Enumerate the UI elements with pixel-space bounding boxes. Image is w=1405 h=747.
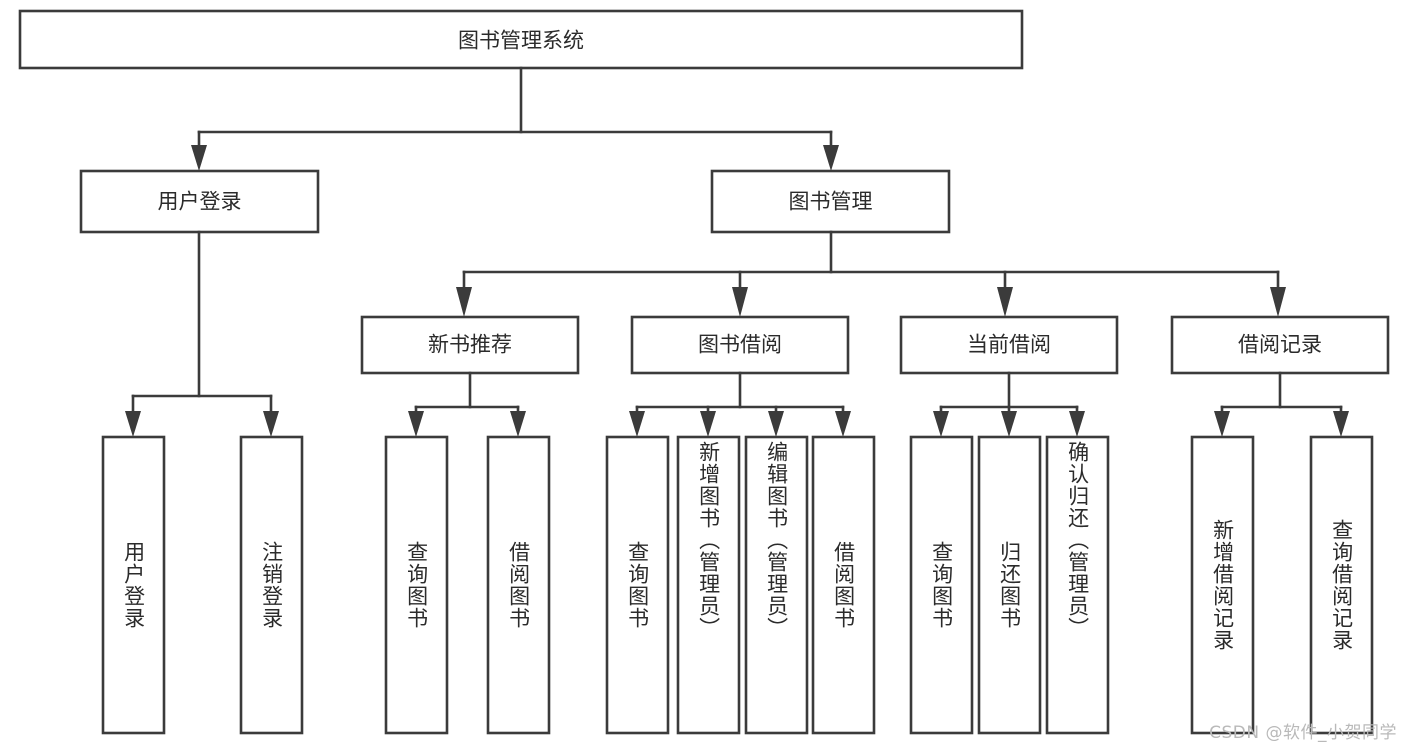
leaf-box-return-book[interactable] — [977, 435, 1042, 735]
leaf-box-confirm-return-admin[interactable] — [1045, 435, 1110, 735]
leaf-box-logout-login[interactable] — [239, 435, 304, 735]
node-borrow-record-label: 借阅记录 — [1238, 333, 1322, 357]
arrowhead-to-leaf-logout-login — [263, 411, 279, 437]
connector-book-management-to-level3 — [456, 230, 1286, 317]
arrowhead-to-leaf-user-login — [125, 411, 141, 437]
connector-current-borrow-to-leaves — [933, 371, 1085, 437]
node-root[interactable]: 图书管理系统 — [18, 9, 1024, 70]
arrowhead-to-borrow-record — [1270, 287, 1286, 317]
node-new-book-recommend-box[interactable] — [360, 315, 580, 375]
leaf-box-query-book-3[interactable] — [909, 435, 974, 735]
connector-user-login-to-leaves — [125, 230, 279, 437]
arrowhead-to-book-management — [823, 145, 839, 171]
leaf-box-user-login[interactable] — [101, 435, 166, 735]
node-root-box[interactable] — [18, 9, 1024, 70]
node-current-borrow[interactable]: 当前借阅 — [899, 315, 1119, 375]
node-current-borrow-label: 当前借阅 — [967, 333, 1051, 357]
connector-new-book-recommend-to-leaves — [408, 371, 526, 437]
node-user-login[interactable]: 用户登录 — [79, 169, 320, 234]
node-root-label: 图书管理系统 — [458, 29, 584, 53]
leaf-box-edit-book-admin[interactable] — [744, 435, 809, 735]
node-new-book-recommend[interactable]: 新书推荐 — [360, 315, 580, 375]
node-user-login-label: 用户登录 — [158, 190, 242, 214]
node-user-login-box[interactable] — [79, 169, 320, 234]
leaf-box-add-book-admin[interactable] — [676, 435, 741, 735]
node-current-borrow-box[interactable] — [899, 315, 1119, 375]
leaf-box-borrow-book-1[interactable] — [486, 435, 551, 735]
node-new-book-recommend-label: 新书推荐 — [428, 333, 512, 357]
leaf-box-add-borrow-record[interactable] — [1190, 435, 1255, 735]
leaf-box-query-borrow-record[interactable] — [1309, 435, 1374, 735]
arrowhead-to-book-borrow — [732, 287, 748, 317]
node-book-management-label: 图书管理 — [789, 190, 873, 214]
node-book-borrow-label: 图书借阅 — [698, 333, 782, 357]
connector-root-to-level2 — [191, 66, 839, 171]
leaf-box-query-book-2[interactable] — [605, 435, 670, 735]
arrowhead-to-user-login — [191, 145, 207, 171]
arrowhead-to-new-book-recommend — [456, 287, 472, 317]
arrowhead-to-current-borrow — [997, 287, 1013, 317]
connector-borrow-record-to-leaves — [1214, 371, 1349, 437]
node-book-borrow[interactable]: 图书借阅 — [630, 315, 850, 375]
connector-book-borrow-to-leaves — [629, 371, 851, 437]
leaf-box-borrow-book-2[interactable] — [811, 435, 876, 735]
node-borrow-record[interactable]: 借阅记录 — [1170, 315, 1390, 375]
csdn-watermark: CSDN @软件_小贺同学 — [1209, 723, 1397, 743]
leaf-box-query-book-1[interactable] — [384, 435, 449, 735]
node-book-management[interactable]: 图书管理 — [710, 169, 951, 234]
